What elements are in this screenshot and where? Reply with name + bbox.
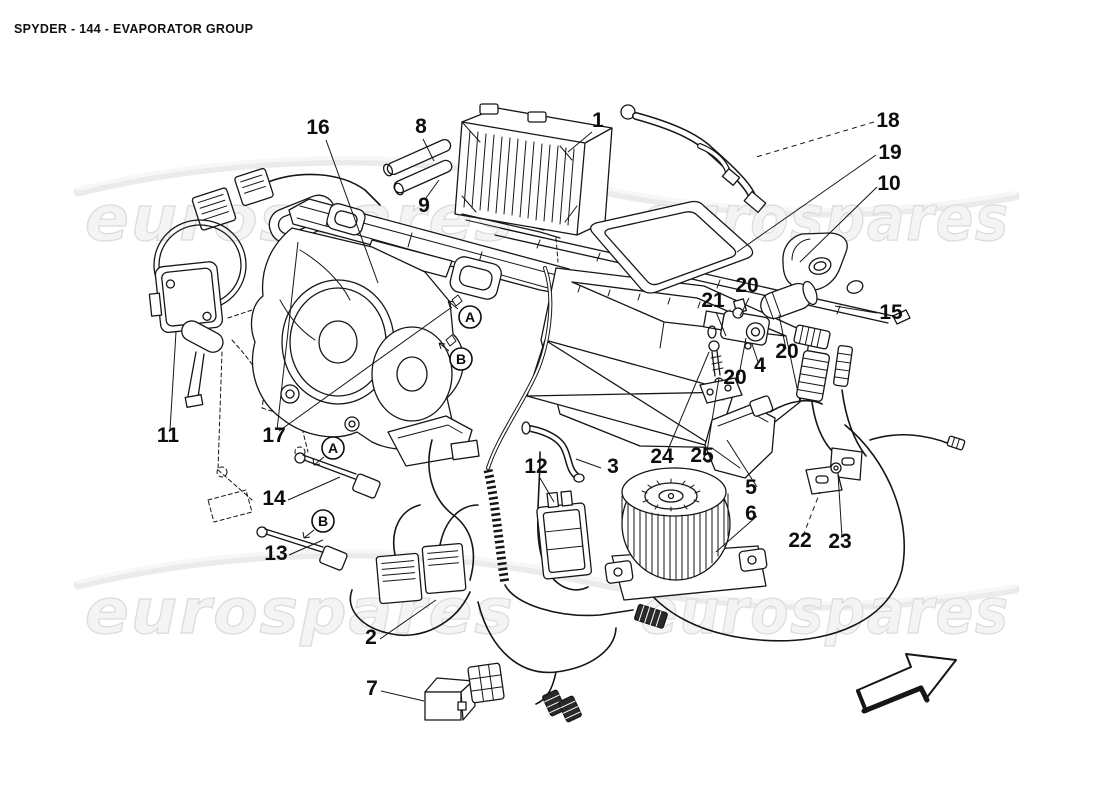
direction-arrow (856, 653, 957, 714)
valve-assembly (702, 298, 770, 350)
letter-marker-b: B (311, 509, 335, 533)
svg-text:B: B (456, 351, 466, 367)
actuator-5 (703, 395, 776, 479)
letter-marker-a: A (321, 436, 345, 460)
drain-hose (521, 421, 585, 483)
capillary-and-conduit (483, 266, 553, 585)
callout-4: 4 (754, 354, 766, 377)
pipe-18 (620, 104, 767, 214)
relay-7 (424, 677, 476, 721)
tubes-8-9 (382, 138, 453, 196)
callout-17: 17 (262, 424, 285, 447)
link-rod-14 (294, 452, 381, 499)
bolt-24-screw-25 (699, 340, 743, 404)
callout-16: 16 (306, 116, 329, 139)
svg-text:B: B (318, 513, 328, 529)
resistor-pack (536, 490, 592, 580)
mounting-bracket (805, 447, 863, 495)
page-title: SPYDER - 144 - EVAPORATOR GROUP (14, 22, 254, 36)
housing-top-cover (288, 198, 578, 300)
link-rod-13 (256, 526, 348, 571)
cable-connectors-16 (153, 167, 381, 311)
callout-12: 12 (524, 455, 547, 478)
callout-15: 15 (879, 301, 903, 324)
callout-3: 3 (607, 455, 619, 478)
duct-cover (782, 232, 864, 294)
callout-9: 9 (418, 194, 430, 217)
callout-23: 23 (828, 530, 851, 553)
callout-18: 18 (876, 109, 900, 132)
callout-20: 20 (735, 274, 758, 297)
solenoid-cylinder (760, 280, 818, 320)
callout-25: 25 (690, 444, 714, 467)
leader-lines (169, 121, 878, 702)
svg-text:A: A (328, 440, 338, 456)
gasket-seal (590, 200, 754, 294)
callout-22: 22 (788, 529, 811, 552)
callout-10: 10 (877, 172, 900, 195)
callout-14: 14 (262, 487, 286, 510)
svg-text:A: A (465, 309, 475, 325)
grid-connector (467, 662, 505, 704)
small-connectors (542, 689, 582, 723)
actuator-left-11 (148, 261, 224, 408)
callout-19: 19 (878, 141, 901, 164)
letter-marker-b: B (449, 347, 473, 371)
callout-13: 13 (264, 542, 287, 565)
callout-6: 6 (745, 502, 757, 525)
callout-20: 20 (723, 366, 746, 389)
callout-1: 1 (592, 109, 604, 132)
callout-24: 24 (650, 445, 674, 468)
wiring-harness (349, 324, 966, 705)
callout-5: 5 (745, 476, 757, 499)
callout-7: 7 (366, 677, 378, 700)
callout-2: 2 (365, 626, 377, 649)
evaporator-core (454, 103, 613, 263)
callout-11: 11 (157, 424, 180, 447)
letter-marker-a: A (458, 305, 482, 329)
callout-21: 21 (701, 289, 725, 312)
callout-20: 20 (775, 340, 798, 363)
blower-fan (604, 467, 768, 601)
callout-8: 8 (415, 115, 427, 138)
